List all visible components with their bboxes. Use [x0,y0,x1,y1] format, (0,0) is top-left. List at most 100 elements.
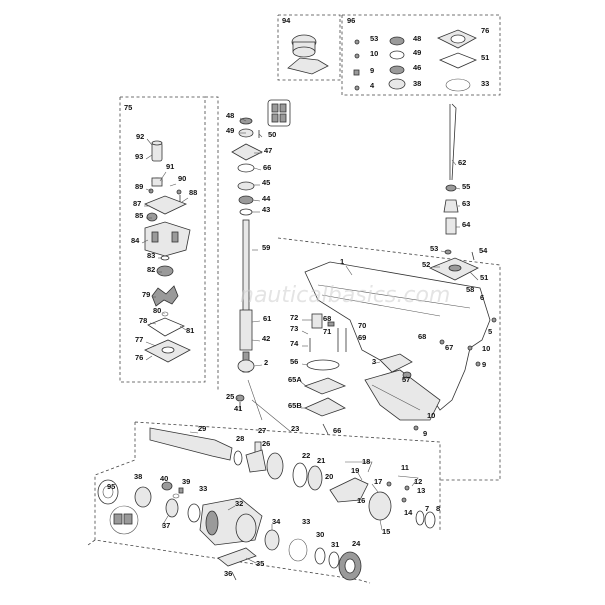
part-number-label: 5 [488,327,492,336]
part-number-label: 94 [282,16,291,25]
part-number-label: 47 [264,146,272,155]
part-number-label: 37 [162,521,170,530]
part-number-label: 25 [226,392,234,401]
seal-kit-parts [287,29,478,92]
part-number-label: 39 [182,477,190,486]
part-number-label: 15 [382,527,390,536]
part-number-label: 76 [135,353,143,362]
part-number-label: 53 [370,34,378,43]
part-number-label: 51 [481,53,489,62]
part-number-label: 46 [413,63,421,72]
part-number-label: 61 [263,314,271,323]
group-boxes [87,14,501,584]
part-number-label: 13 [417,486,425,495]
part-number-label: 1 [340,257,344,266]
part-number-label: 33 [199,484,207,493]
part-number-label: 84 [131,236,140,245]
part-number-label: 48 [413,34,421,43]
part-number-label: 40 [160,474,168,483]
part-number-label: 96 [347,16,355,25]
part-number-label: 38 [413,79,421,88]
part-number-label: 76 [481,26,489,35]
leader-lines [141,117,479,564]
part-number-label: 90 [178,174,186,183]
part-number-label: 7 [425,504,429,513]
shift-rod-parts [429,103,479,303]
part-number-label: 78 [139,316,147,325]
part-number-label: 21 [317,456,325,465]
part-number-label: 49 [413,48,421,57]
part-number-label: 17 [374,477,382,486]
part-number-label: 43 [262,205,270,214]
part-number-label: 85 [135,211,143,220]
part-number-label: 9 [482,360,486,369]
part-number-label: 88 [189,188,197,197]
part-number-label: 12 [414,477,422,486]
part-number-label: 14 [404,508,413,517]
part-number-label: 16 [357,496,365,505]
part-number-label: 22 [302,451,310,460]
part-number-label: 26 [262,439,270,448]
part-number-label: 31 [331,540,339,549]
part-number-label: 92 [136,132,144,141]
part-number-label: 52 [422,260,430,269]
part-number-label: 68 [418,332,426,341]
part-number-label: 66 [333,426,341,435]
part-number-label: 65A [288,375,302,384]
part-number-label: 10 [427,411,435,420]
part-number-label: 4 [370,81,375,90]
watermark-text: nauticalbasics.com [240,283,450,308]
part-number-label: 19 [351,466,359,475]
part-number-label: 80 [153,306,161,315]
part-number-label: 70 [358,321,366,330]
part-number-label: 18 [362,457,370,466]
part-number-label: 56 [290,357,298,366]
part-number-label: 74 [290,339,299,348]
part-number-label: 42 [262,334,270,343]
part-number-label: 53 [430,244,438,253]
part-number-label: 11 [401,463,409,472]
part-number-label: 71 [323,327,331,336]
gearcase-housing [303,261,497,435]
part-number-label: 55 [462,182,470,191]
part-number-label: 62 [458,158,466,167]
part-number-label: 28 [236,434,244,443]
part-number-label: 3 [372,357,376,366]
part-number-label: 29 [198,424,206,433]
part-number-label: 77 [135,335,143,344]
part-number-label: 24 [352,539,361,548]
part-number-label: 34 [272,517,281,526]
part-number-label: 65B [288,401,302,410]
part-number-label: 33 [302,517,310,526]
part-number-label: 51 [480,273,488,282]
part-number-label: 9 [370,66,374,75]
part-number-label: 8 [436,504,440,513]
part-number-label: 82 [147,265,155,274]
part-number-label: 23 [291,424,299,433]
part-number-label: 63 [462,199,470,208]
part-number-label: 81 [186,326,194,335]
part-number-label: 67 [445,343,453,352]
part-number-label: 27 [258,426,266,435]
part-number-label: 72 [290,313,298,322]
part-number-label: 73 [290,324,298,333]
part-number-label: 89 [135,182,143,191]
part-number-label: 30 [316,530,324,539]
part-number-label: 45 [262,178,270,187]
part-number-label: 35 [256,559,264,568]
part-number-label: 41 [234,404,242,413]
propshaft-parts [97,427,436,581]
part-number-label: 64 [462,220,471,229]
part-number-label: 49 [226,126,234,135]
part-number-label: 87 [133,199,141,208]
part-number-label: 9 [423,429,427,438]
part-number-label: 10 [370,49,378,58]
part-number-label: 2 [264,358,268,367]
part-number-label: 95 [107,482,115,491]
part-number-label: 32 [235,499,243,508]
part-number-label: 91 [166,162,174,171]
part-number-label: 44 [262,194,271,203]
part-number-label: 20 [325,472,333,481]
